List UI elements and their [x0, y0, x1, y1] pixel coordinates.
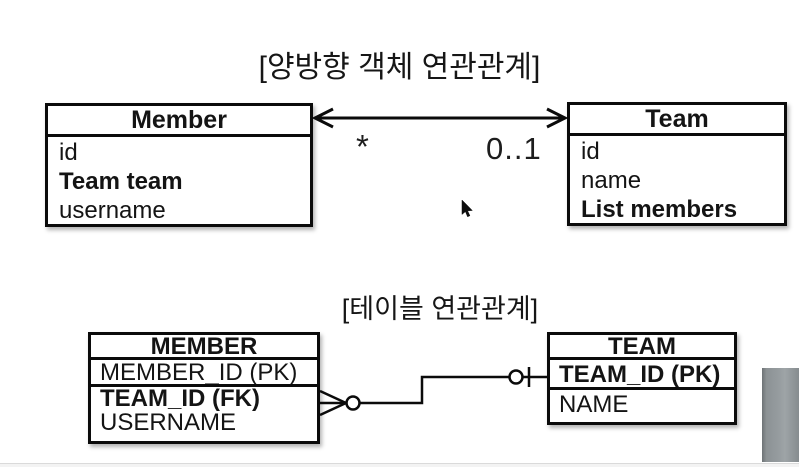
multiplicity-zero-or-one-label: 0..1: [486, 131, 542, 166]
table-column-name: NAME: [559, 391, 629, 418]
zero-or-one-icon: [508, 367, 547, 387]
bidirectional-arrow-icon: [311, 107, 569, 129]
table-box-member: MEMBER MEMBER_ID (PK) TEAM_ID (FK) USERN…: [88, 332, 320, 444]
bottom-edge-strip: [0, 463, 799, 467]
table-column-team-id-fk: TEAM_ID (FK): [100, 387, 260, 411]
object-association-title: [양방향 객체 연관관계]: [258, 51, 541, 84]
mouse-cursor-icon: [461, 200, 473, 218]
crowfoot-many-icon: [319, 389, 361, 417]
class-field-members-list: List members: [581, 196, 738, 223]
table-column-username: USERNAME: [100, 411, 237, 435]
table-association-title: [테이블 연관관계]: [341, 294, 539, 324]
crowfoot-connector: [319, 367, 547, 417]
class-field-name: name: [581, 167, 642, 194]
class-field-team-ref: Team team: [59, 168, 183, 195]
gray-sidebar-fragment: [762, 368, 799, 462]
table-box-member-title: MEMBER: [91, 335, 317, 360]
table-box-team-title: TEAM: [550, 335, 734, 360]
table-column-member-id-pk: MEMBER_ID (PK): [91, 360, 317, 387]
class-box-team: Team id name List members: [567, 102, 787, 226]
table-box-team: TEAM TEAM_ID (PK) NAME: [547, 332, 737, 425]
class-box-member: Member id Team team username: [45, 103, 313, 227]
class-box-team-title: Team: [570, 105, 784, 136]
class-field-id: id: [581, 138, 600, 165]
class-field-id: id: [59, 139, 78, 166]
multiplicity-many-label: *: [356, 128, 369, 165]
class-field-username: username: [59, 197, 166, 224]
table-column-team-id-pk: TEAM_ID (PK): [550, 360, 734, 390]
class-box-member-title: Member: [48, 106, 310, 137]
